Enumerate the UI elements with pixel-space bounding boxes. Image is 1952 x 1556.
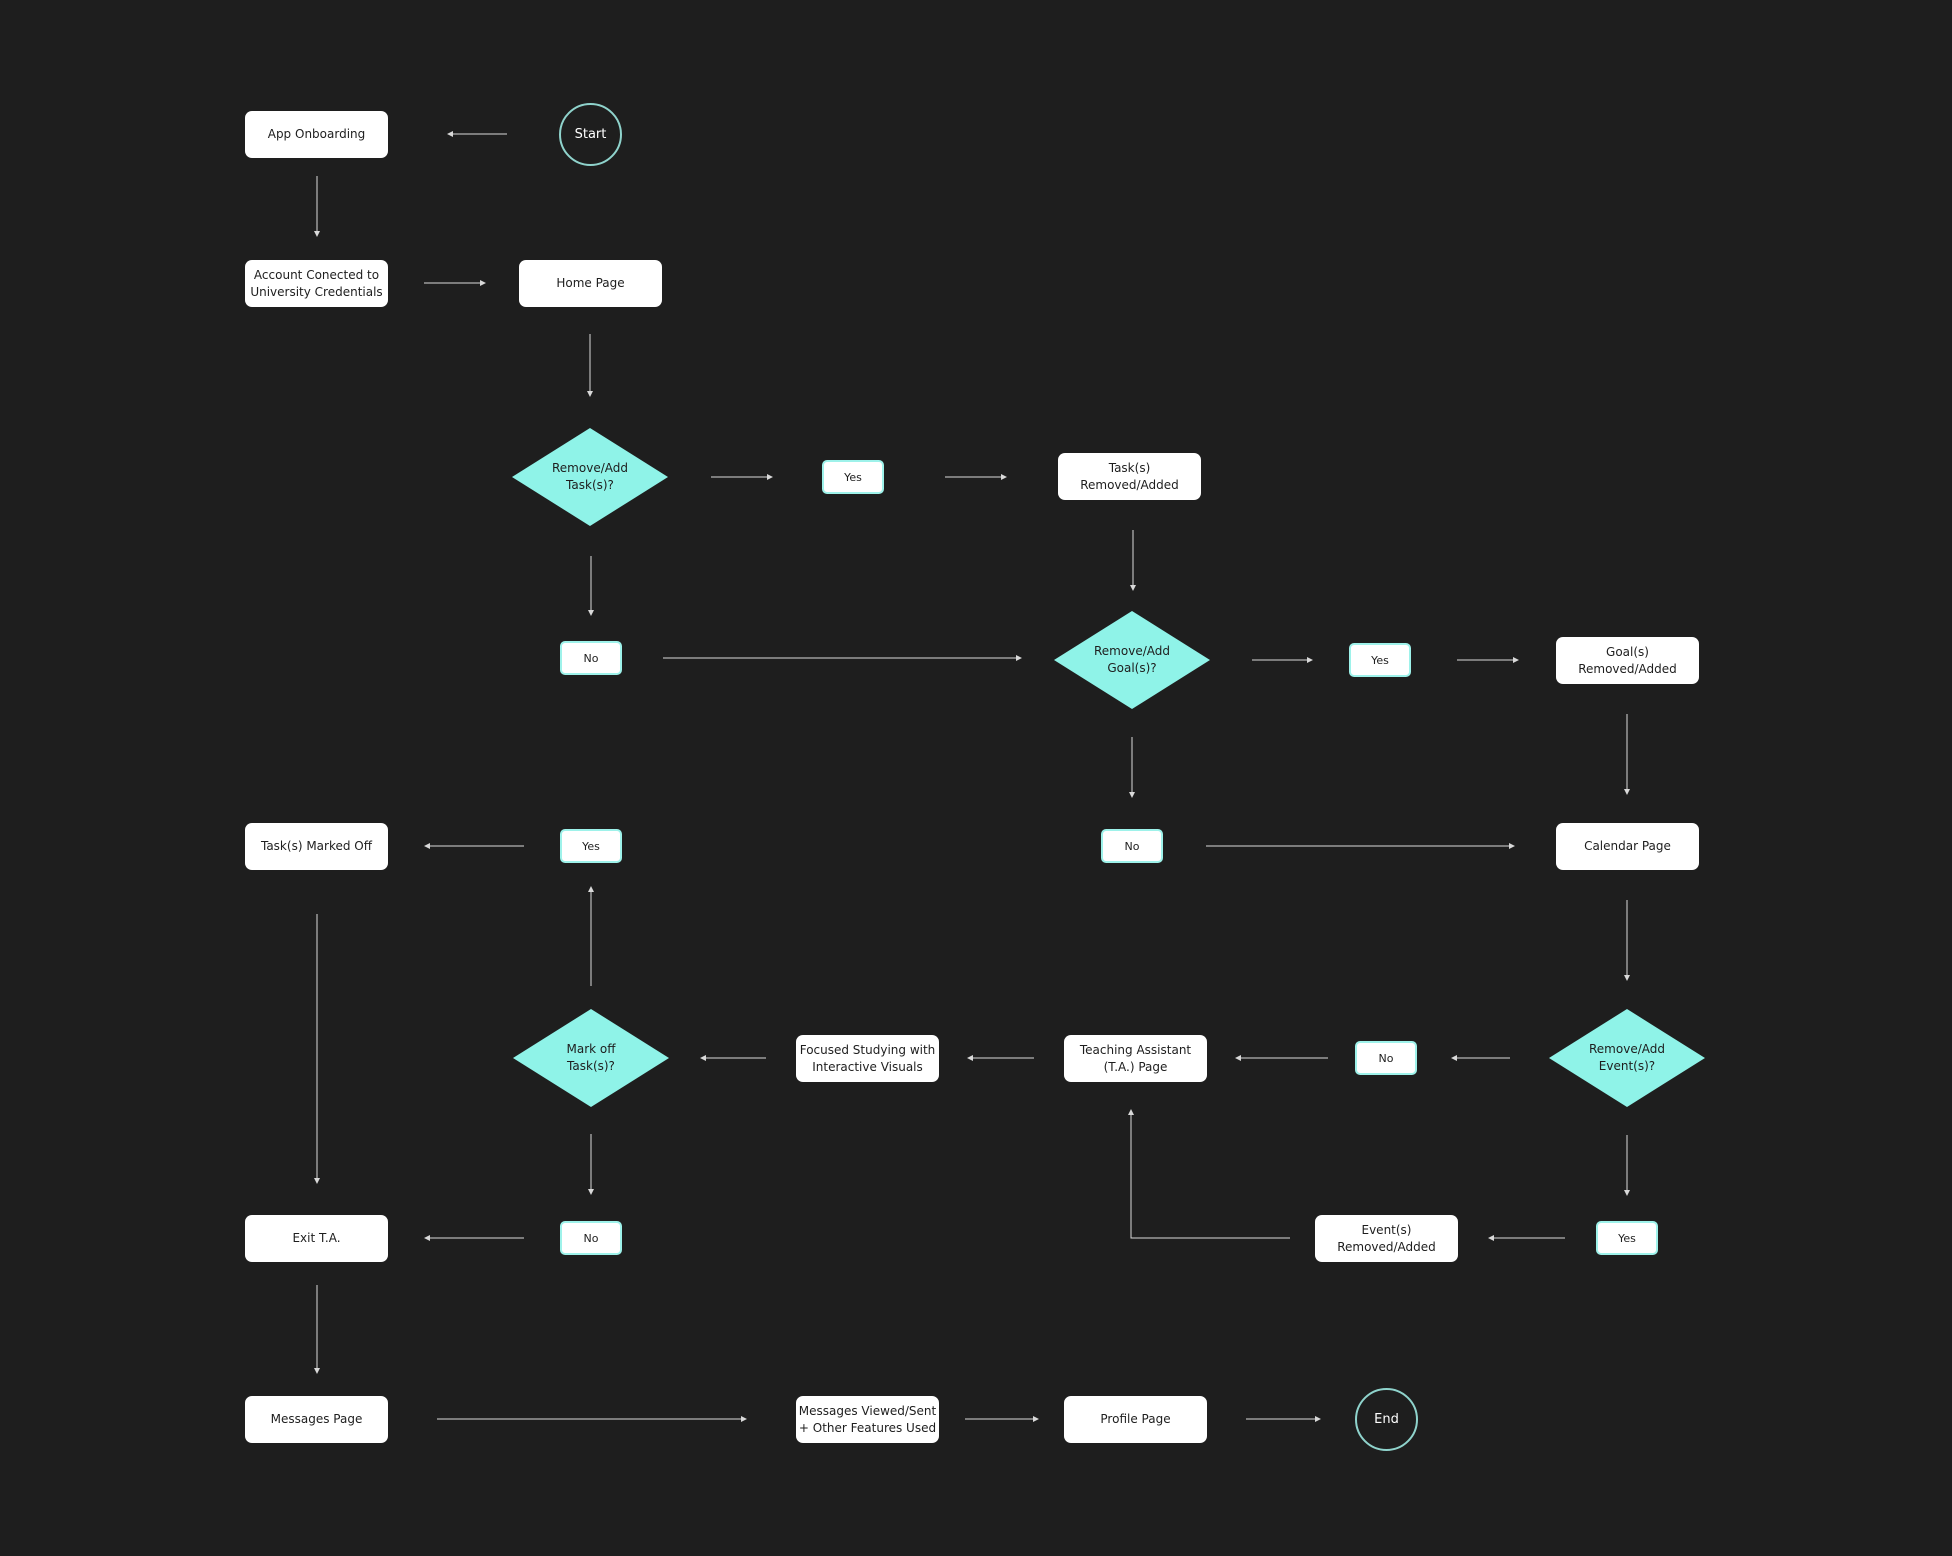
decision-goals-shape <box>1054 611 1210 709</box>
exit-ta-step: Exit T.A. <box>245 1215 388 1262</box>
no-mark-label: No <box>560 1221 622 1255</box>
arrow-events-removed-to-ta-page <box>1128 1109 1290 1239</box>
no-events-label: No <box>1355 1041 1417 1075</box>
ta-page-step: Teaching Assistant (T.A.) Page <box>1064 1035 1207 1082</box>
start-terminal: Start <box>559 103 622 166</box>
decision-remove-add-events: Remove/Add Event(s)? <box>1589 1042 1665 1073</box>
no-goals-label: No <box>1101 829 1163 863</box>
no-tasks-label: No <box>560 641 622 675</box>
calendar-page-step: Calendar Page <box>1556 823 1699 870</box>
decision-tasks-shape <box>512 428 668 526</box>
messages-page-step: Messages Page <box>245 1396 388 1443</box>
yes-mark-label: Yes <box>560 829 622 863</box>
yes-events-label: Yes <box>1596 1221 1658 1255</box>
events-removed-added-step: Event(s) Removed/Added <box>1315 1215 1458 1262</box>
tasks-marked-off-step: Task(s) Marked Off <box>245 823 388 870</box>
end-terminal: End <box>1355 1388 1418 1451</box>
goals-removed-added-step: Goal(s) Removed/Added <box>1556 637 1699 684</box>
decision-remove-add-tasks: Remove/Add Task(s)? <box>552 461 628 492</box>
profile-page-step: Profile Page <box>1064 1396 1207 1443</box>
decision-mark-shape <box>513 1009 669 1107</box>
decision-events-shape <box>1549 1009 1705 1107</box>
decision-mark-off-tasks: Mark off Task(s)? <box>566 1042 616 1073</box>
focused-studying-step: Focused Studying with Interactive Visual… <box>796 1035 939 1082</box>
yes-tasks-label: Yes <box>822 460 884 494</box>
account-connected-step: Account Conected to University Credentia… <box>245 260 388 307</box>
messages-viewed-step: Messages Viewed/Sent + Other Features Us… <box>796 1396 939 1443</box>
home-page-step: Home Page <box>519 260 662 307</box>
tasks-removed-added-step: Task(s) Removed/Added <box>1058 453 1201 500</box>
decision-remove-add-goals: Remove/Add Goal(s)? <box>1094 644 1170 675</box>
app-onboarding-step: App Onboarding <box>245 111 388 158</box>
yes-goals-label: Yes <box>1349 643 1411 677</box>
